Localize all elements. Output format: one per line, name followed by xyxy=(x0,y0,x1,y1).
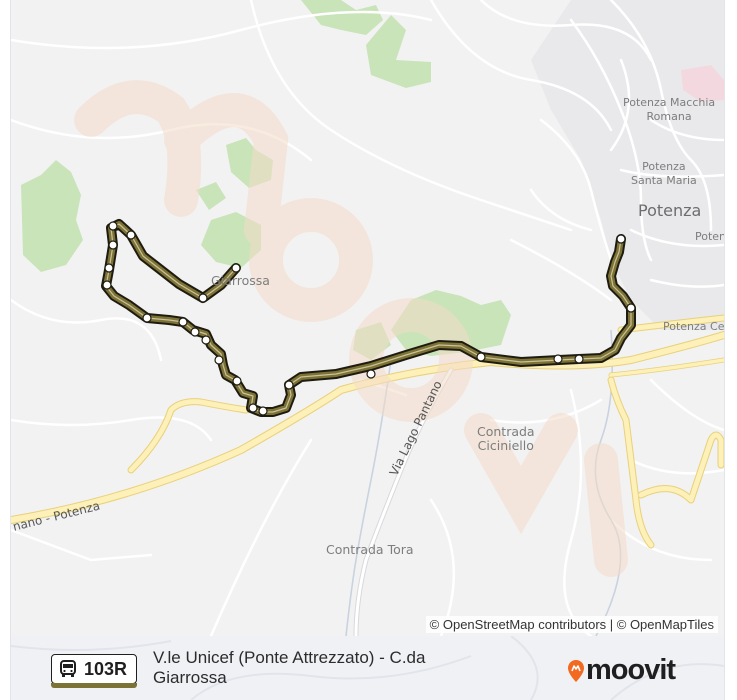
route-stop[interactable] xyxy=(142,313,152,323)
place-label-potenza-cen: Potenza Cen xyxy=(663,320,724,333)
place-label-potenza-macchia-romana: Potenza Macchia Romana xyxy=(623,96,716,123)
route-stop[interactable] xyxy=(126,230,136,240)
route-stops xyxy=(102,221,636,416)
route-name: V.le Unicef (Ponte Attrezzato) - C.da Gi… xyxy=(153,648,426,687)
bus-icon xyxy=(60,660,76,677)
route-number: 103R xyxy=(84,658,128,679)
route-stop[interactable] xyxy=(616,234,626,244)
route-stop[interactable] xyxy=(201,335,211,345)
route-stop[interactable] xyxy=(574,354,584,364)
route-stop[interactable] xyxy=(102,280,112,290)
route-stop[interactable] xyxy=(214,355,224,365)
urban-area xyxy=(531,0,724,330)
route-stop[interactable] xyxy=(198,293,208,303)
route-stop[interactable] xyxy=(232,376,242,386)
route-badge[interactable]: 103R xyxy=(51,654,137,688)
route-stop[interactable] xyxy=(178,317,188,327)
route-stop[interactable] xyxy=(258,406,268,416)
moovit-logo[interactable]: moovit xyxy=(567,654,676,687)
route-map[interactable]: Potenza Macchia Romana Potenza Santa Mar… xyxy=(11,0,724,636)
place-label-potenza: Potenza xyxy=(638,201,702,220)
footer-map-texture xyxy=(11,636,724,700)
place-label-contrada-tora: Contrada Tora xyxy=(326,542,414,557)
moovit-watermark xyxy=(74,80,628,577)
place-label-potenza-santa-maria: Potenza Santa Maria xyxy=(631,160,697,187)
place-label-poten: Poten xyxy=(695,230,724,243)
hospital-area xyxy=(681,65,724,102)
route-stop[interactable] xyxy=(108,221,118,231)
route-stop[interactable] xyxy=(104,263,114,273)
place-label-giarrossa: Giarrossa xyxy=(211,273,270,288)
route-stop[interactable] xyxy=(248,403,258,413)
route-color-bar xyxy=(51,683,137,688)
route-stop[interactable] xyxy=(284,380,294,390)
map-card: Potenza Macchia Romana Potenza Santa Mar… xyxy=(10,0,725,700)
moovit-wordmark: moovit xyxy=(586,654,676,686)
route-stop[interactable] xyxy=(366,369,376,379)
route-footer: 103R V.le Unicef (Ponte Attrezzato) - C.… xyxy=(11,636,724,700)
route-stop[interactable] xyxy=(108,240,118,250)
place-label-contrada-ciciniello: Contrada Ciciniello xyxy=(477,424,535,453)
route-stop[interactable] xyxy=(476,352,486,362)
route-stop[interactable] xyxy=(190,327,200,337)
route-stop[interactable] xyxy=(231,263,241,273)
route-stop[interactable] xyxy=(553,354,563,364)
map-attribution[interactable]: © OpenStreetMap contributors | © OpenMap… xyxy=(425,616,718,633)
moovit-pin-icon xyxy=(568,659,584,682)
map-canvas xyxy=(11,0,724,636)
route-stop[interactable] xyxy=(626,303,636,313)
